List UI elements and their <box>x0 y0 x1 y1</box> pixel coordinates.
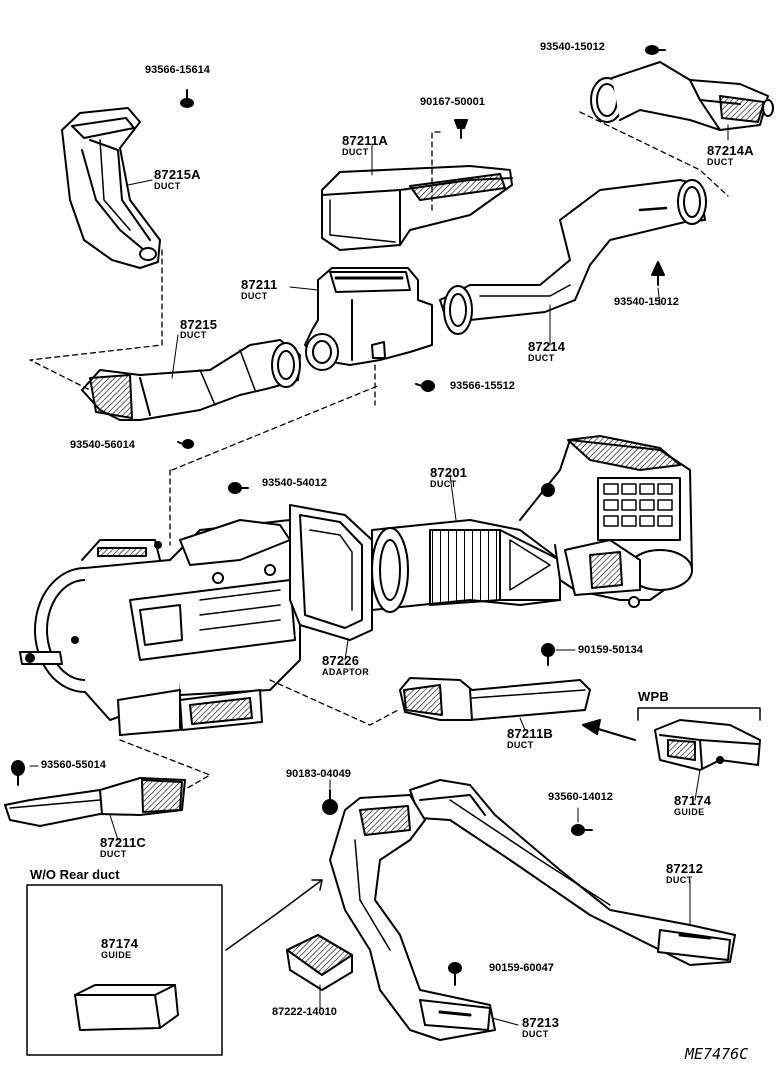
part-name-label: DUCT <box>666 875 693 885</box>
part-name-label: DUCT <box>528 353 555 363</box>
adaptor-87226 <box>289 504 373 641</box>
diagram-code: ME7476C <box>685 1045 749 1063</box>
part-number-label: 90159-50134 <box>578 644 643 656</box>
screw-93540-15012-mid <box>651 261 665 286</box>
part-number-label: 93566-15512 <box>450 380 515 392</box>
clip-90183-04049 <box>322 789 338 815</box>
part-name-label: DUCT <box>430 479 457 489</box>
part-number-label: 90167-50001 <box>420 96 485 108</box>
part-number-label: 87201 <box>430 465 468 480</box>
screw-93566-15512 <box>415 380 435 392</box>
part-name-label: GUIDE <box>674 807 705 817</box>
duct-87211C <box>4 777 186 827</box>
part-name-label: DUCT <box>507 740 534 750</box>
part-number-label: 87212 <box>666 861 704 876</box>
heater-unit-assembly <box>19 519 301 736</box>
duct-87211 <box>304 267 433 371</box>
duct-87211A <box>321 165 513 251</box>
part-number-label: 90159-60047 <box>489 962 554 974</box>
part-name-label: DUCT <box>100 849 127 859</box>
duct-87214 <box>439 179 707 335</box>
duct-87213 <box>329 794 496 1041</box>
leader-lines <box>29 124 729 1026</box>
part-name-label: ADAPTOR <box>322 667 370 677</box>
part-number-label: 87174 <box>674 793 712 808</box>
part-number-label: 93540-54012 <box>262 477 327 489</box>
screw-93560-14012 <box>571 824 593 836</box>
wo-rear-duct-box <box>26 884 223 1056</box>
part-number-label: 87174 <box>101 936 139 951</box>
part-number-label: 87222-14010 <box>272 1006 337 1018</box>
wpb-label: WPB <box>638 689 669 704</box>
duct-87215 <box>81 339 301 421</box>
screw-90159-60047 <box>448 962 462 986</box>
part-number-label: 93540-15012 <box>614 296 679 308</box>
part-number-label: 93560-14012 <box>548 791 613 803</box>
part-number-label: 93560-55014 <box>41 759 106 771</box>
part-name-label: DUCT <box>522 1029 549 1039</box>
part-name-label: DUCT <box>707 157 734 167</box>
part-number-label: 87215A <box>154 167 201 182</box>
screw-93540-15012-top <box>645 45 666 55</box>
part-number-label: 87214A <box>707 143 754 158</box>
part-number-label: 87211B <box>507 726 554 741</box>
part-number-label: 93540-15012 <box>540 41 605 53</box>
duct-87211B <box>399 677 591 721</box>
screw-93540-54012 <box>228 482 249 494</box>
part-number-label: 90183-04049 <box>286 768 351 780</box>
part-name-label: DUCT <box>180 330 207 340</box>
clip-90167-50001 <box>454 119 468 139</box>
screw-93566-15614 <box>180 89 194 108</box>
duct-87214A <box>590 61 774 131</box>
part-name-label: DUCT <box>342 147 369 157</box>
part-number-label: 87213 <box>522 1015 560 1030</box>
part-name-label: DUCT <box>241 291 268 301</box>
part-number-label: 87226 <box>322 653 360 668</box>
duct-87201 <box>371 519 561 613</box>
duct-87215A <box>61 107 161 269</box>
pad-87222-14010 <box>286 934 353 991</box>
duct-87212 <box>409 779 736 966</box>
screw-93540-56014 <box>177 439 194 449</box>
part-number-label: 87211A <box>342 133 389 148</box>
part-number-label: 87215 <box>180 317 218 332</box>
wpb-arrow <box>582 719 636 741</box>
part-number-label: 87211C <box>100 835 147 850</box>
wo-rear-duct-title: W/O Rear duct <box>30 867 120 882</box>
blower-housing <box>519 435 693 608</box>
part-number-label: 93540-56014 <box>70 439 135 451</box>
part-name-label: DUCT <box>154 181 181 191</box>
part-name-label: GUIDE <box>101 950 132 960</box>
guide-87174-wpb <box>654 719 761 771</box>
part-number-label: 93566-15614 <box>145 64 210 76</box>
part-number-label: 87211 <box>241 277 278 292</box>
part-number-label: 87214 <box>528 339 566 354</box>
screw-90159-50134 <box>541 643 555 666</box>
screw-93560-55014 <box>11 760 25 786</box>
